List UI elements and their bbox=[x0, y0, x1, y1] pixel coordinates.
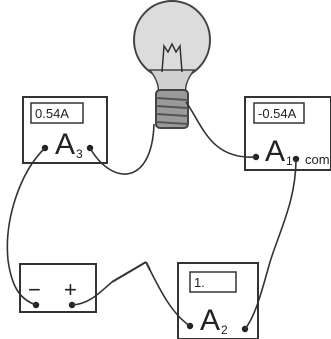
wire-battery-to-switch bbox=[71, 281, 113, 306]
battery-positive-label: + bbox=[64, 277, 77, 302]
wire-a3-to-bulb bbox=[89, 123, 155, 175]
wires bbox=[6, 101, 297, 330]
switch bbox=[111, 261, 151, 283]
a2-display: 1. bbox=[194, 275, 205, 290]
light-bulb-icon bbox=[133, 0, 211, 129]
battery: − + bbox=[19, 263, 97, 313]
wire-a3-to-battery bbox=[6, 147, 46, 306]
a2-subscript: 2 bbox=[221, 323, 228, 337]
ammeter-a3: 0.54A A 3 bbox=[22, 96, 108, 164]
a1-com-label: com bbox=[305, 152, 330, 167]
wire-switch-to-a2 bbox=[149, 269, 191, 327]
a3-subscript: 3 bbox=[76, 147, 83, 161]
a2-symbol: A bbox=[200, 304, 220, 337]
a1-symbol: A bbox=[265, 135, 285, 168]
ammeter-a2: 1. A 2 bbox=[177, 262, 259, 339]
a1-subscript: 1 bbox=[286, 154, 293, 168]
a1-display: -0.54A bbox=[258, 106, 297, 121]
switch-blade bbox=[111, 261, 147, 283]
wire-bulb-to-a1 bbox=[185, 101, 257, 158]
wire-a1-to-a2 bbox=[244, 158, 297, 330]
a3-symbol: A bbox=[55, 128, 75, 161]
battery-negative-label: − bbox=[28, 277, 41, 302]
ammeter-a1: -0.54A A 1 com bbox=[244, 96, 331, 171]
a3-display: 0.54A bbox=[35, 106, 69, 121]
